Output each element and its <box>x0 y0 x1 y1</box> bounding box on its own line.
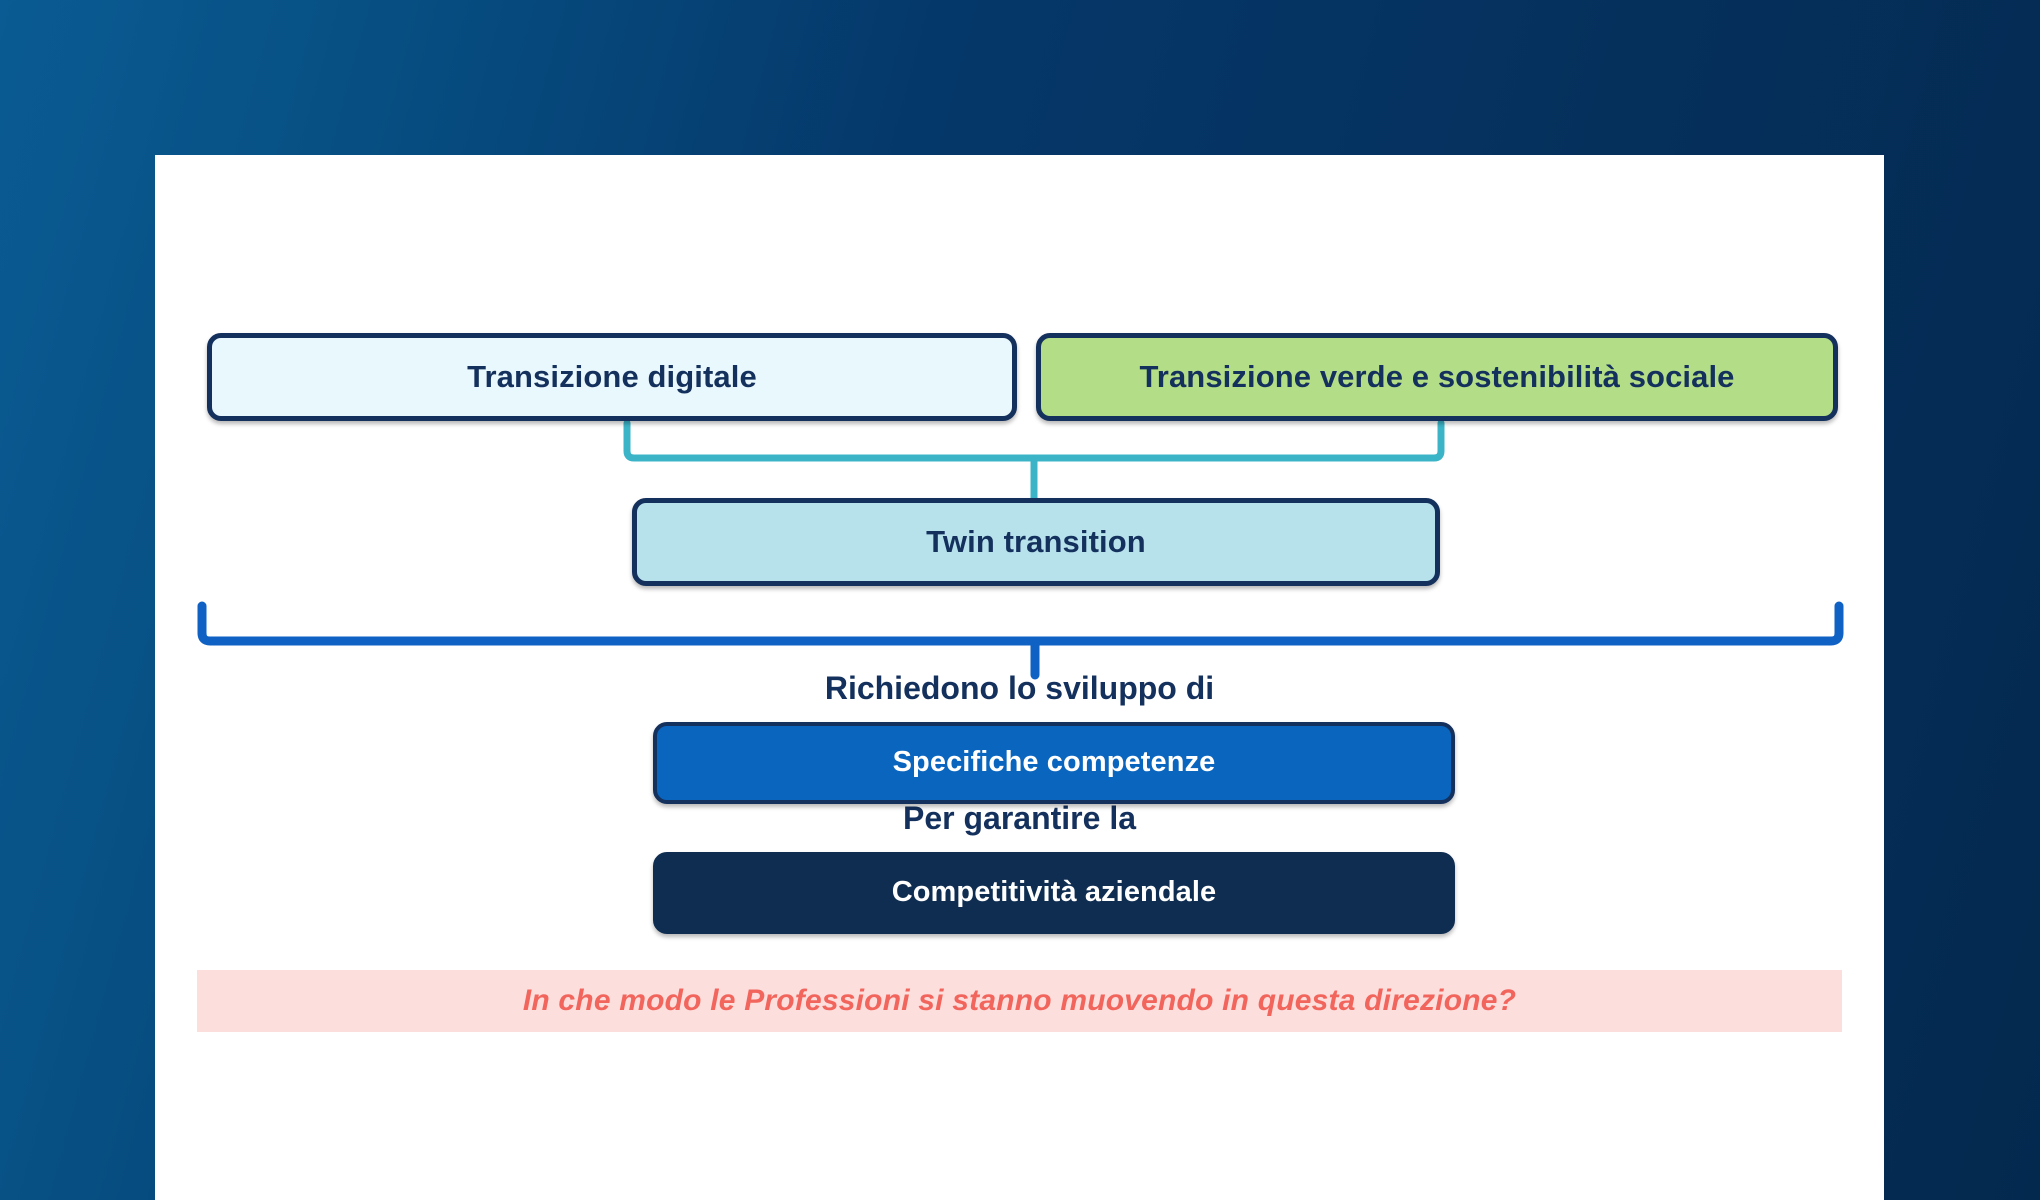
node-twin-transition-label: Twin transition <box>926 524 1146 560</box>
node-twin-transition[interactable]: Twin transition <box>632 498 1440 586</box>
question-banner: In che modo le Professioni si stanno muo… <box>197 970 1842 1032</box>
node-business-competitiveness-label: Competitività aziendale <box>891 876 1217 909</box>
slide-content-panel: Transizione digitale Transizione verde e… <box>155 155 1884 1200</box>
node-business-competitiveness[interactable]: Competitività aziendale <box>653 852 1455 934</box>
node-green-transition-label: Transizione verde e sostenibilità social… <box>1139 359 1735 395</box>
question-banner-label: In che modo le Professioni si stanno muo… <box>522 984 1517 1017</box>
caption-requires-development: Richiedono lo sviluppo di <box>824 670 1215 706</box>
blue-merge-bracket <box>197 601 1844 646</box>
node-specific-skills-label: Specifiche competenze <box>892 746 1216 779</box>
caption-to-guarantee: Per garantire la <box>903 800 1136 836</box>
node-specific-skills[interactable]: Specifiche competenze <box>653 722 1455 804</box>
node-digital-transition-label: Transizione digitale <box>467 359 757 395</box>
teal-merge-bracket <box>623 419 1445 462</box>
node-green-transition[interactable]: Transizione verde e sostenibilità social… <box>1036 333 1838 421</box>
node-digital-transition[interactable]: Transizione digitale <box>207 333 1017 421</box>
